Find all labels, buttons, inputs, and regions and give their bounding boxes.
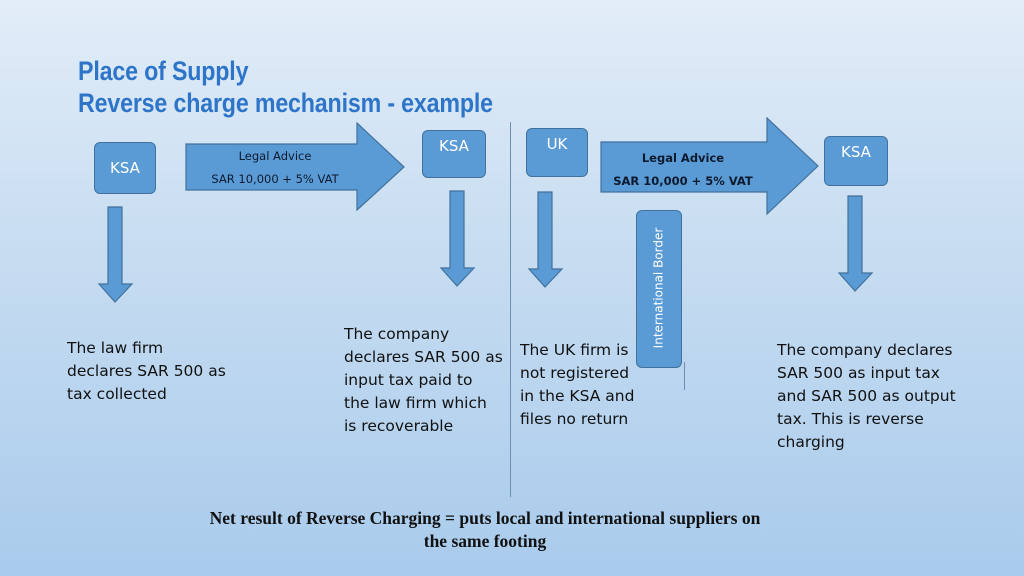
- law-firm-desc-line: The law firm: [67, 339, 164, 357]
- company-left-desc-line: input tax paid to: [344, 371, 473, 389]
- company-right-description: The company declares SAR 500 as input ta…: [777, 339, 956, 454]
- ksa-company-box-left: KSA: [422, 130, 486, 178]
- international-border-wrapper: International Border: [636, 210, 680, 366]
- down-arrow-company-right: [838, 195, 874, 292]
- ksa-company-box-right: KSA: [824, 136, 888, 186]
- company-right-desc-line: SAR 500 as input tax: [777, 364, 940, 382]
- company-right-desc-line: charging: [777, 433, 845, 451]
- company-left-desc-line: the law firm which: [344, 394, 487, 412]
- arrow-left-amount: SAR 10,000 + 5% VAT: [211, 172, 339, 186]
- law-firm-desc-line: tax collected: [67, 385, 167, 403]
- uk-firm-desc-line: not registered: [520, 364, 630, 382]
- border-line-tail: [684, 362, 685, 390]
- uk-firm-desc-line: The UK firm is: [520, 341, 629, 359]
- international-border-label: International Border: [651, 227, 666, 349]
- uk-firm-description: The UK firm is not registered in the KSA…: [520, 339, 634, 431]
- title-line-2: Reverse charge mechanism - example: [78, 88, 493, 118]
- arrow-right-service: Legal Advice: [641, 151, 725, 165]
- law-firm-desc-line: declares SAR 500 as: [67, 362, 226, 380]
- transaction-arrow-left: [185, 122, 405, 212]
- company-right-desc-line: and SAR 500 as output: [777, 387, 956, 405]
- uk-firm-desc-line: files no return: [520, 410, 629, 428]
- arrow-right-amount: SAR 10,000 + 5% VAT: [613, 174, 753, 188]
- title-line-1: Place of Supply: [78, 56, 249, 86]
- down-arrow-company-left: [440, 190, 476, 287]
- arrow-left-service: Legal Advice: [238, 149, 312, 163]
- company-left-desc-line: declares SAR 500 as: [344, 348, 503, 366]
- down-arrow-uk-firm: [528, 191, 564, 288]
- company-right-desc-line: tax. This is reverse: [777, 410, 924, 428]
- company-right-desc-line: The company declares: [777, 341, 953, 359]
- company-left-desc-line: The company: [344, 325, 450, 343]
- company-left-desc-line: is recoverable: [344, 417, 454, 435]
- down-arrow-law-firm: [98, 206, 134, 303]
- net-result-line-2: the same footing: [423, 531, 547, 551]
- net-result-note: Net result of Reverse Charging = puts lo…: [140, 507, 830, 553]
- international-border-box: [636, 210, 682, 368]
- uk-firm-box: UK: [526, 128, 588, 177]
- transaction-arrow-right: [600, 117, 819, 216]
- divider-line: [510, 122, 511, 497]
- company-left-description: The company declares SAR 500 as input ta…: [344, 323, 503, 438]
- uk-firm-desc-line: in the KSA and: [520, 387, 635, 405]
- ksa-law-firm-box: KSA: [94, 142, 156, 194]
- net-result-line-1: Net result of Reverse Charging = puts lo…: [209, 508, 761, 528]
- law-firm-description: The law firm declares SAR 500 as tax col…: [67, 337, 226, 406]
